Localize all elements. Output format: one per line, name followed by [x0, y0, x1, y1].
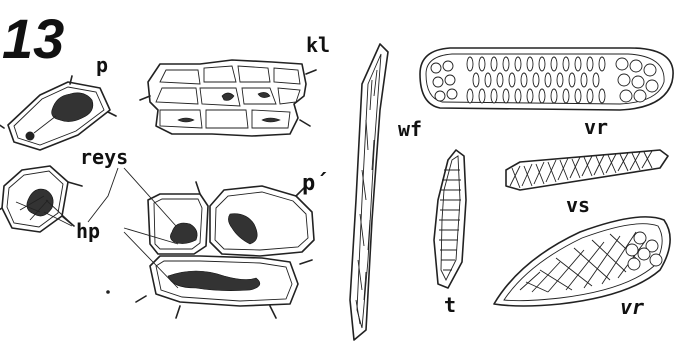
label-p: p: [96, 53, 108, 77]
label-vr-top: vr: [584, 115, 608, 139]
label-kl: kl: [306, 33, 330, 57]
tracheid-t: [434, 150, 466, 288]
label-p-prime: p´: [302, 171, 329, 196]
vessel-vr-top: [420, 48, 673, 110]
stray-dot: [106, 290, 110, 294]
label-vs: vs: [566, 193, 590, 217]
leader-lines: [44, 168, 178, 288]
cells-p-prime: [136, 182, 314, 318]
label-t: t: [444, 293, 456, 317]
cell-p: [0, 76, 116, 150]
pits-top: [467, 57, 605, 103]
label-vr-bottom: vr: [620, 295, 644, 319]
vessel-vr-bottom: [494, 217, 670, 306]
label-hp: hp: [76, 219, 100, 243]
label-reys: reys: [80, 145, 128, 169]
fibre-wf: [350, 44, 388, 340]
vessel-vs: [506, 150, 668, 190]
figure-number: 13: [2, 7, 64, 70]
label-wf: wf: [398, 117, 422, 141]
tissue-kl: [140, 60, 316, 136]
